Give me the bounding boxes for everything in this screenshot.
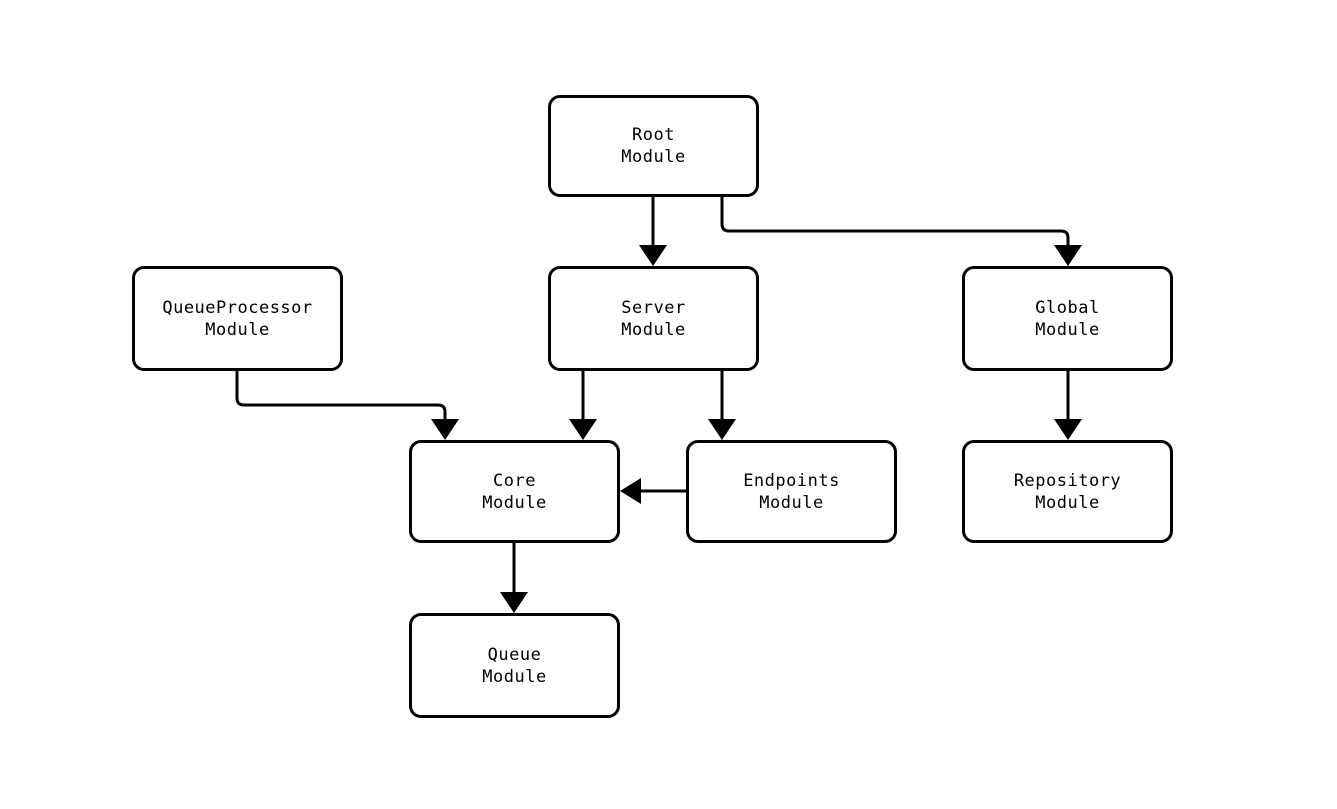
node-repository-module[interactable]: Repository Module: [962, 440, 1173, 543]
node-server-module[interactable]: Server Module: [548, 266, 759, 371]
node-label-line2: Module: [621, 319, 686, 340]
arrowhead-down-icon: [1054, 419, 1082, 440]
node-label-line2: Module: [1035, 492, 1100, 513]
arrowhead-left-icon: [620, 478, 641, 504]
edge-root-to-server: [639, 197, 667, 266]
node-label-line2: Module: [482, 492, 547, 513]
arrowhead-down-icon: [431, 419, 459, 440]
node-queueprocessor-module[interactable]: QueueProcessor Module: [132, 266, 343, 371]
node-label-line1: Global: [1035, 297, 1100, 318]
node-queue-module[interactable]: Queue Module: [409, 613, 620, 718]
node-core-module[interactable]: Core Module: [409, 440, 620, 543]
node-label-line1: QueueProcessor: [162, 297, 313, 318]
node-label-line2: Module: [621, 147, 686, 167]
node-label-line1: Endpoints: [743, 470, 840, 491]
arrowhead-down-icon: [1054, 245, 1082, 266]
edge-line: [720, 197, 1070, 252]
arrowhead-down-icon: [708, 419, 736, 440]
node-root-module[interactable]: Root Module: [548, 95, 759, 197]
arrowhead-down-icon: [569, 419, 597, 440]
edge-global-to-repository: [1054, 371, 1082, 440]
arrowhead-down-icon: [639, 245, 667, 266]
edge-core-to-queue: [500, 543, 528, 613]
node-label-line2: Module: [1035, 319, 1100, 340]
node-label-line1: Server: [621, 297, 686, 318]
arrowhead-down-icon: [500, 592, 528, 613]
edge-root-to-global: [720, 197, 1082, 266]
edge-queueprocessor-to-core: [235, 371, 459, 440]
edge-line: [235, 371, 447, 426]
node-label-line1: Root: [632, 125, 675, 145]
edge-server-to-endpoints: [708, 371, 736, 440]
node-label-line1: Queue: [487, 644, 542, 665]
node-global-module[interactable]: Global Module: [962, 266, 1173, 371]
edge-endpoints-to-core: [620, 478, 686, 504]
node-label-line1: Core: [493, 470, 536, 491]
node-label-line2: Module: [482, 666, 547, 687]
node-endpoints-module[interactable]: Endpoints Module: [686, 440, 897, 543]
node-label-line1: Repository: [1013, 470, 1122, 491]
node-label-line2: Module: [205, 319, 270, 340]
edge-server-to-core: [569, 371, 597, 440]
node-label-line2: Module: [759, 492, 824, 513]
